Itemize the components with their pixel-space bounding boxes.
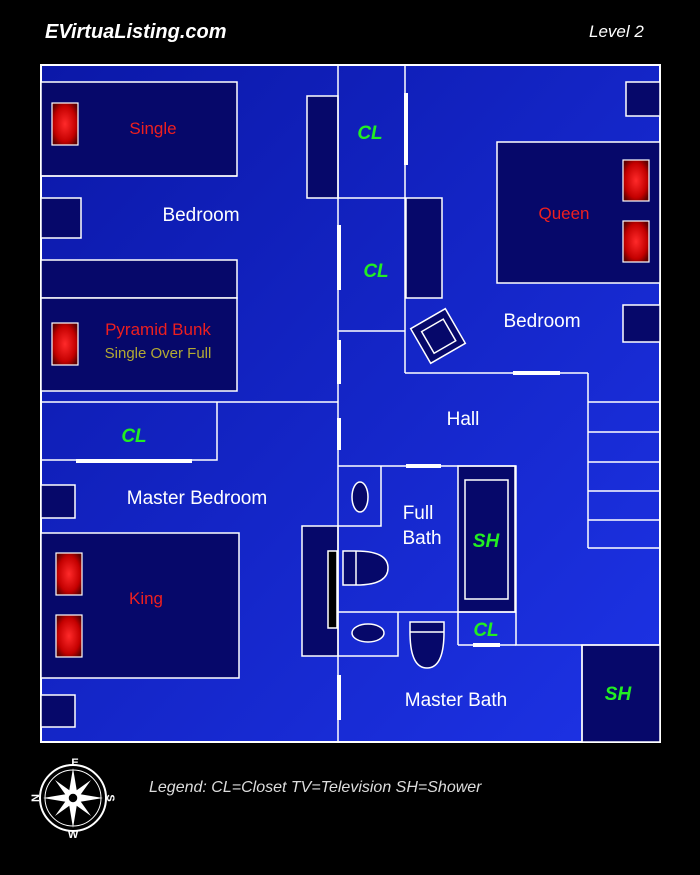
level-label: Level 2 bbox=[589, 22, 644, 41]
compass-w: W bbox=[68, 829, 79, 840]
legend-text: Legend: CL=Closet TV=Television SH=Showe… bbox=[149, 779, 482, 796]
sink bbox=[351, 623, 385, 643]
nightstand bbox=[40, 694, 76, 728]
nightstand bbox=[40, 197, 82, 239]
bed-label-single: Single bbox=[129, 119, 176, 138]
tv bbox=[327, 550, 338, 629]
bath-fixtures bbox=[327, 481, 445, 669]
room-label-hall: Hall bbox=[447, 409, 480, 430]
compass-e: E bbox=[71, 757, 78, 769]
shower-label: SH bbox=[473, 531, 501, 552]
furniture-boxes bbox=[40, 81, 661, 743]
shower-pan bbox=[464, 479, 509, 600]
dresser bbox=[405, 197, 443, 299]
compass-s: S bbox=[104, 794, 116, 801]
master-shower bbox=[581, 644, 661, 743]
nightstand bbox=[625, 81, 661, 117]
room-label-bedroom-1: Bedroom bbox=[162, 205, 239, 226]
nightstand bbox=[40, 484, 76, 519]
room-label-full-bath-2: Bath bbox=[402, 528, 441, 549]
doors bbox=[76, 93, 560, 720]
bed-label-king: King bbox=[129, 589, 163, 608]
dresser bbox=[306, 95, 339, 199]
armchair bbox=[409, 307, 467, 365]
bed-label-bunk: Pyramid Bunk bbox=[105, 320, 211, 339]
sink bbox=[351, 481, 369, 513]
closet-label: CL bbox=[121, 426, 146, 447]
bed-label-bunk-sub: Single Over Full bbox=[105, 345, 212, 362]
bed-label-queen: Queen bbox=[538, 204, 589, 223]
toilet bbox=[342, 550, 389, 586]
room-label-bedroom-2: Bedroom bbox=[503, 311, 580, 332]
room-label-master-bedroom: Master Bedroom bbox=[127, 488, 267, 509]
closet-label: CL bbox=[363, 261, 388, 282]
room-label-master-bath: Master Bath bbox=[405, 690, 507, 711]
bunk-top bbox=[40, 259, 238, 299]
closet-label: CL bbox=[357, 123, 382, 144]
nightstand bbox=[622, 304, 661, 343]
single-bed-frame bbox=[40, 81, 238, 177]
compass-n: N bbox=[30, 794, 42, 802]
shower-label: SH bbox=[605, 684, 633, 705]
compass-rose: E W N S bbox=[30, 757, 116, 840]
room-label-full-bath: Full bbox=[403, 503, 434, 524]
pillows bbox=[51, 102, 650, 658]
toilet bbox=[409, 621, 445, 669]
closet-label: CL bbox=[473, 620, 498, 641]
site-title: EVirtuaListing.com bbox=[45, 21, 227, 43]
